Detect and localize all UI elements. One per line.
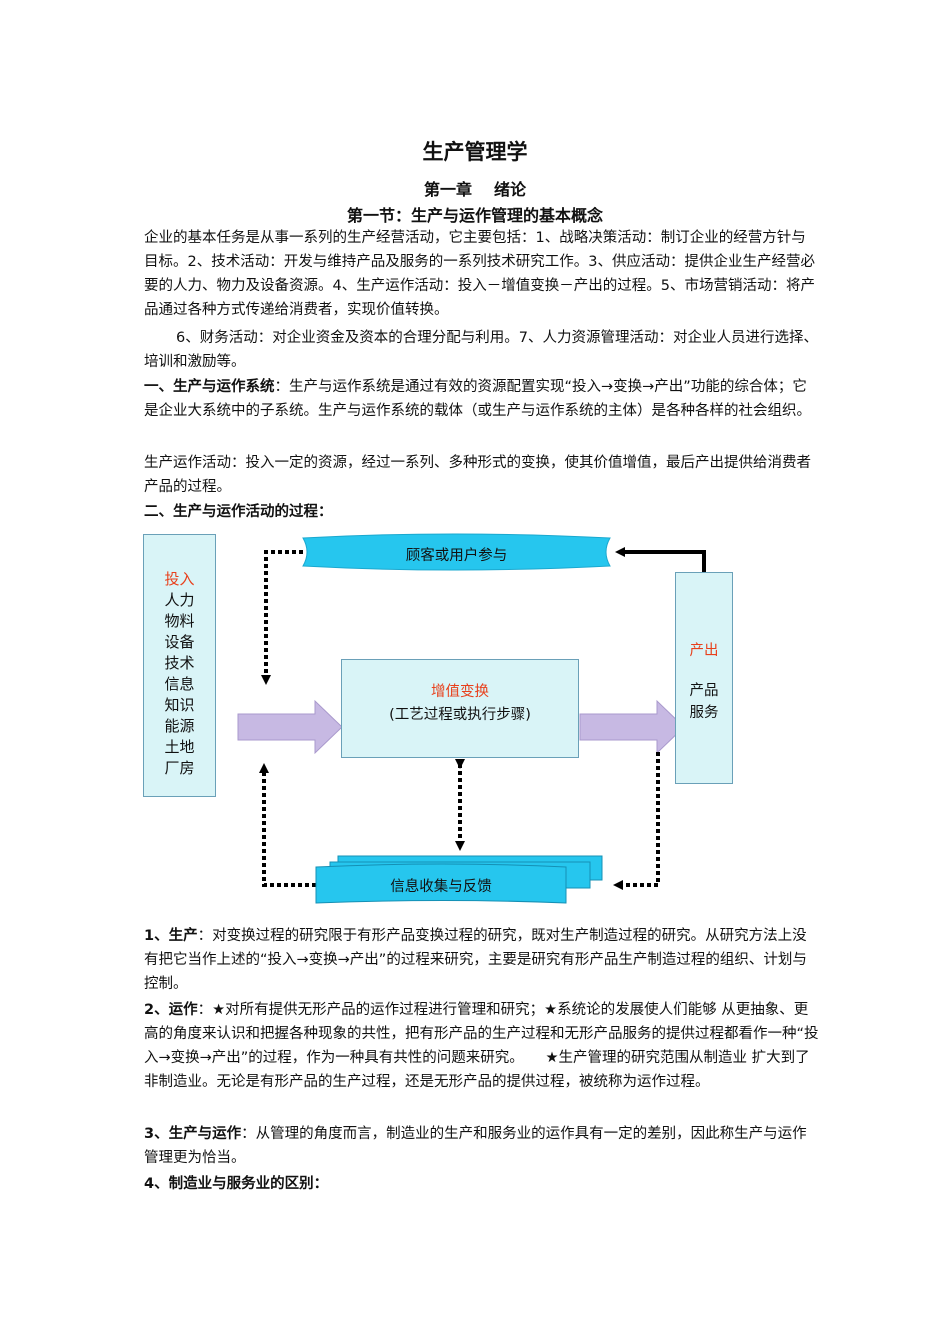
diagram-connectors xyxy=(237,533,706,904)
input-item: 知识 xyxy=(164,696,195,714)
input-item: 设备 xyxy=(164,633,195,651)
output-item: 服务 xyxy=(689,705,719,721)
text-production-system: ：生产与运作系统是通过有效的资源配置实现“投入→变换→产出”功能的综合体；它是企… xyxy=(144,379,811,419)
heading-production: 1、生产 xyxy=(144,928,198,944)
input-item: 物料 xyxy=(164,612,195,630)
section-heading: 第一节：生产与运作管理的基本概念 xyxy=(346,206,603,225)
heading-production-operation: 3、生产与运作 xyxy=(144,1126,242,1142)
transform-box: 增值变换 (工艺过程或执行步骤) xyxy=(341,659,579,758)
customer-label: 顾客或用户参与 xyxy=(405,548,508,564)
arrow-transform-to-output xyxy=(579,699,685,755)
output-title: 产出 xyxy=(689,643,719,659)
input-title: 投入 xyxy=(164,570,195,588)
input-box: 投入 人力 物料 设备 技术 信息 知识 能源 土地 厂房 xyxy=(143,534,216,797)
input-item: 信息 xyxy=(164,675,195,693)
text-production: ：对变换过程的研究限于有形产品变换过程的研究，既对生产制造过程的研究。从研究方法… xyxy=(144,928,807,992)
paragraph-production-operation: 3、生产与运作：从管理的角度而言，制造业的生产和服务业的运作具有一定的差别，因此… xyxy=(144,1122,820,1170)
heading-operation: 2、运作 xyxy=(144,1002,198,1018)
heading-process: 二、生产与运作活动的过程： xyxy=(144,504,333,520)
input-item: 能源 xyxy=(164,717,195,735)
chapter-heading: 第一章 绪论 xyxy=(0,176,950,200)
paragraph-manufacturing-service: 4、制造业与服务业的区别： xyxy=(144,1172,820,1196)
paragraph-finance-hr: 6、财务活动：对企业资金及资本的合理分配与利用。7、人力资源管理活动：对企业人员… xyxy=(144,330,818,370)
arrow-input-to-transform xyxy=(237,699,343,755)
feedback-label: 信息收集与反馈 xyxy=(390,879,492,895)
process-diagram: 投入 人力 物料 设备 技术 信息 知识 能源 土地 厂房 增值变换 (工艺过程… xyxy=(140,528,740,908)
input-list: 投入 人力 物料 设备 技术 信息 知识 能源 土地 厂房 xyxy=(144,569,215,779)
banner-customer xyxy=(302,533,611,571)
heading-production-system: 一、生产与运作系统 xyxy=(144,379,275,395)
text-production-operation: ：从管理的角度而言，制造业的生产和服务业的运作具有一定的差别，因此称生产与运作管… xyxy=(144,1126,807,1166)
transform-subtitle: (工艺过程或执行步骤) xyxy=(389,707,531,723)
output-item: 产品 xyxy=(689,683,719,699)
connector-customer-to-transform xyxy=(261,550,303,685)
chapter-name: 绪论 xyxy=(494,180,527,199)
paragraph-process-heading: 二、生产与运作活动的过程： xyxy=(144,500,820,524)
paragraph-production-system: 一、生产与运作系统：生产与运作系统是通过有效的资源配置实现“投入→变换→产出”功… xyxy=(144,375,820,423)
connector-feedback-to-input xyxy=(259,763,316,887)
text-operation: ：★对所有提供无形产品的运作过程进行管理和研究；★系统论的发展使人们能够 从更抽… xyxy=(144,1002,819,1090)
heading-manufacturing-service: 4、制造业与服务业的区别： xyxy=(144,1176,329,1192)
connector-output-to-customer xyxy=(615,547,706,572)
connector-output-to-feedback xyxy=(613,752,660,890)
input-item: 人力 xyxy=(164,591,195,609)
input-item: 技术 xyxy=(164,654,195,672)
paragraph-operation-activity: 生产运作活动：投入一定的资源，经过一系列、多种形式的变换，使其价值增值，最后产出… xyxy=(144,455,811,495)
banner-feedback-front xyxy=(315,863,567,904)
paragraph-business-tasks: 企业的基本任务是从事一系列的生产经营活动，它主要包括：1、战略决策活动：制订企业… xyxy=(144,230,815,318)
transform-title: 增值变换 xyxy=(431,684,489,700)
doc-title: 生产管理学 xyxy=(422,140,528,164)
output-box: 产出 产品 服务 xyxy=(675,572,733,784)
paragraph-operation: 2、运作：★对所有提供无形产品的运作过程进行管理和研究；★系统论的发展使人们能够… xyxy=(144,998,820,1094)
paragraph-production: 1、生产：对变换过程的研究限于有形产品变换过程的研究，既对生产制造过程的研究。从… xyxy=(144,924,820,996)
input-item: 土地 xyxy=(164,738,195,756)
chapter-number: 第一章 xyxy=(423,180,472,199)
input-item: 厂房 xyxy=(164,759,195,777)
